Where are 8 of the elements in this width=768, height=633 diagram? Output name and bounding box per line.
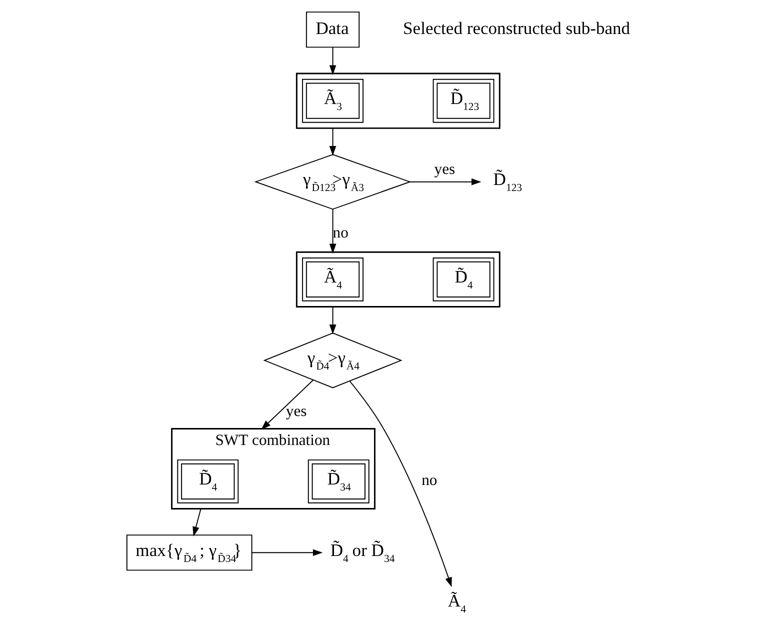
- edge-label: no: [332, 224, 348, 242]
- node-text: Ã$_{4}$: [447, 590, 466, 616]
- edge-label: no: [421, 472, 437, 490]
- label: Selected reconstructed sub-band: [402, 18, 630, 38]
- edge-label: yes: [434, 160, 455, 178]
- node-text: D̃$_{4}$ or D̃$_{34}$: [330, 540, 394, 565]
- node-text: D̃$_{123}$: [492, 169, 522, 194]
- edge-label: yes: [285, 402, 306, 420]
